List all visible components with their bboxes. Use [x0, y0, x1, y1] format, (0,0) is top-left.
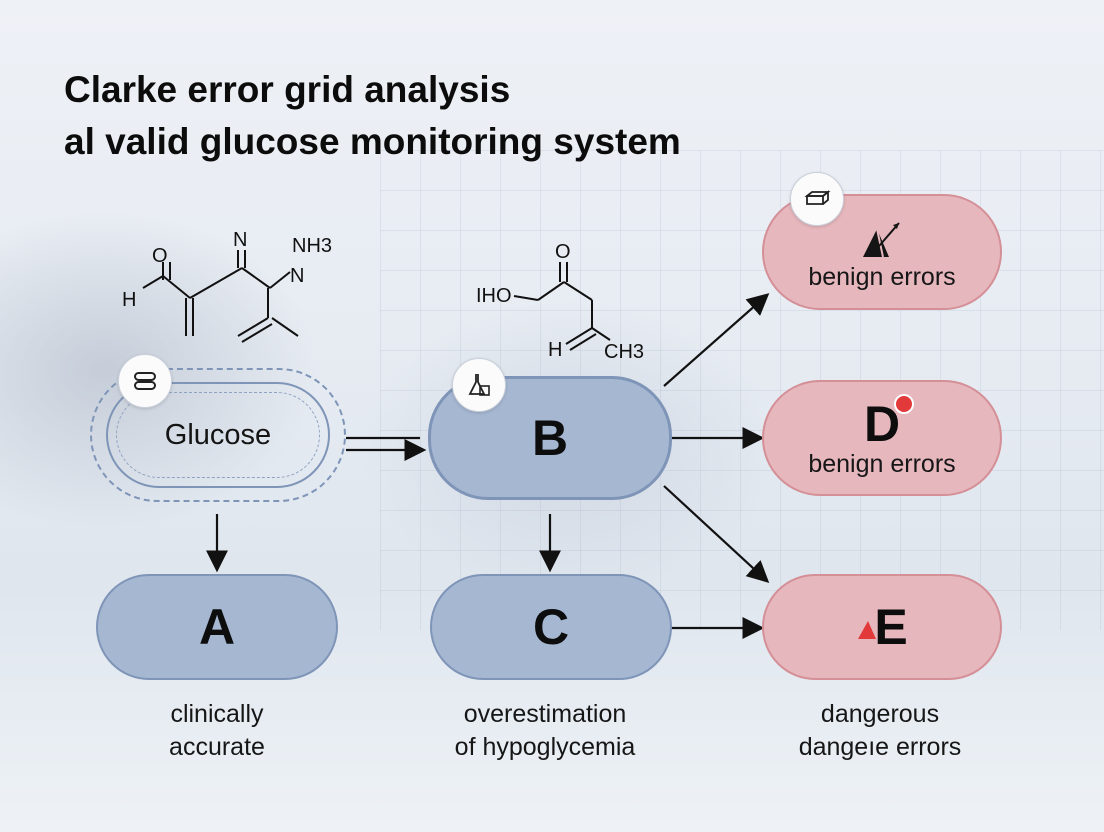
zone-d-letter-wrap: D [863, 393, 915, 452]
warning-arrow-icon [863, 221, 900, 257]
red-dot-icon [894, 393, 915, 414]
atom-label: CH3 [604, 341, 644, 363]
warning-triangle-icon [858, 621, 877, 639]
atom-label: H [548, 339, 562, 361]
zone-d-node: D benign errors [762, 380, 1002, 496]
zone-e-node: E [762, 574, 1002, 680]
caption-a-line-1: clinically [170, 700, 264, 728]
flask-icon [452, 358, 506, 412]
caption-a-line-2: accurate [169, 733, 265, 761]
title-line-2: al valid glucose monitoring system [64, 121, 681, 162]
zone-a-node: A [96, 574, 338, 680]
glucose-node: Glucose [90, 368, 346, 502]
atom-label: IHO [476, 285, 512, 307]
title-line-1: Clarke error grid analysis [64, 69, 511, 110]
arrow-b-to-e [663, 485, 770, 583]
atom-label: O [152, 245, 168, 267]
zone-d-sub: benign errors [808, 449, 956, 478]
capsule-icon [118, 354, 172, 408]
molecule-right [513, 262, 611, 351]
zone-c-letter: C [532, 599, 570, 655]
atom-label: N [290, 265, 304, 287]
zone-b-letter: B [531, 410, 569, 466]
page-title: Clarke error grid analysis al valid gluc… [64, 64, 681, 168]
zone-a-letter: A [198, 599, 236, 655]
atom-label: O [555, 241, 571, 263]
zone-d-letter: D [863, 395, 901, 452]
caption-e-line-2: dangeıe errors [798, 733, 962, 761]
caption-a: clinically accurate [87, 698, 347, 764]
caption-c-line-2: of hypoglycemia [454, 733, 636, 761]
caption-c-line-1: overestimation [463, 700, 627, 728]
glucose-node-ring [106, 382, 330, 488]
caption-e: dangerous dangeıe errors [750, 698, 1010, 764]
atom-label: H [122, 289, 136, 311]
zone-benign-sub: benign errors [808, 262, 956, 291]
zone-e-letter: E [874, 599, 908, 655]
glucose-label: Glucose [164, 418, 272, 451]
molecule-left-atoms: O H N NH3 N [122, 229, 332, 311]
arrow-b-to-top [663, 293, 770, 387]
molecule-left [142, 250, 299, 343]
glucose-node-inner-ring [116, 392, 320, 478]
atom-label: N [233, 229, 247, 251]
box-icon [790, 172, 844, 226]
zone-c-node: C [430, 574, 672, 680]
atom-label: NH3 [292, 235, 332, 257]
molecule-right-atoms: O IHO H CH3 [476, 241, 644, 363]
caption-e-line-1: dangerous [820, 700, 940, 728]
caption-c: overestimation of hypoglycemia [415, 698, 675, 764]
